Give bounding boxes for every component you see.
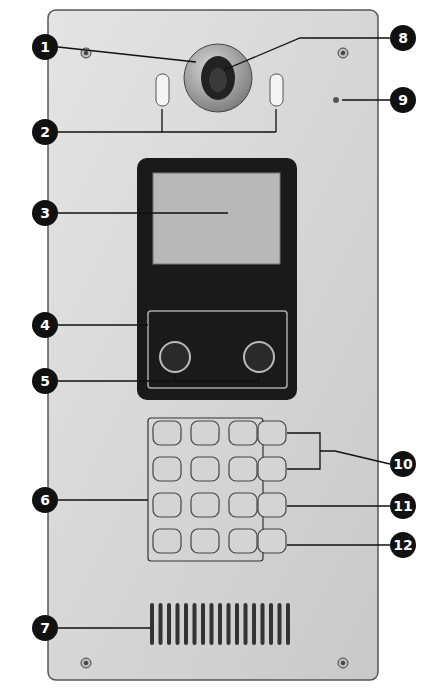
speaker-slot <box>210 603 214 645</box>
screws <box>81 48 348 668</box>
key-button <box>153 529 181 553</box>
callout-number: 7 <box>32 615 58 641</box>
callout-number: 10 <box>390 451 416 477</box>
speaker-slot <box>286 603 290 645</box>
panel-housing <box>48 10 378 680</box>
callout-number: 1 <box>32 34 58 60</box>
keypad-outline <box>148 418 263 561</box>
camera-ring <box>184 44 252 112</box>
leader-lines <box>58 38 390 628</box>
key-button <box>191 421 219 445</box>
key-button <box>229 493 257 517</box>
speaker-slot <box>159 603 163 645</box>
speaker-slot <box>261 603 265 645</box>
display-surround <box>137 158 297 400</box>
speaker-slot <box>167 603 171 645</box>
key-button <box>258 529 286 553</box>
key-button <box>153 421 181 445</box>
key-button <box>153 457 181 481</box>
round-button <box>160 342 190 372</box>
key-button <box>258 457 286 481</box>
microphone-hole <box>333 97 339 103</box>
key-button <box>258 493 286 517</box>
callout-number: 4 <box>32 312 58 338</box>
speaker-slot <box>269 603 273 645</box>
button-area <box>148 311 287 388</box>
callout-number: 6 <box>32 487 58 513</box>
speaker-slot <box>218 603 222 645</box>
round-button <box>244 342 274 372</box>
speaker-slot <box>278 603 282 645</box>
callout-number: 11 <box>390 493 416 519</box>
key-button <box>191 493 219 517</box>
speaker-slot <box>201 603 205 645</box>
speaker-slot <box>244 603 248 645</box>
callout-number: 9 <box>390 87 416 113</box>
key-button <box>191 529 219 553</box>
speaker-slot <box>176 603 180 645</box>
callout-number: 5 <box>32 368 58 394</box>
key-button <box>229 529 257 553</box>
callout-number: 12 <box>390 532 416 558</box>
key-button <box>258 421 286 445</box>
lcd-screen <box>153 173 280 264</box>
speaker-slot <box>252 603 256 645</box>
key-button <box>229 457 257 481</box>
speaker-grille <box>150 603 290 645</box>
callout-number: 8 <box>390 25 416 51</box>
led-light <box>156 74 169 106</box>
led-light <box>270 74 283 106</box>
keypad-keys <box>153 421 286 553</box>
callout-number: 2 <box>32 119 58 145</box>
callout-number: 3 <box>32 200 58 226</box>
speaker-slot <box>150 603 154 645</box>
key-button <box>191 457 219 481</box>
speaker-slot <box>184 603 188 645</box>
camera-lens <box>201 56 235 100</box>
key-button <box>229 421 257 445</box>
speaker-slot <box>227 603 231 645</box>
speaker-slot <box>235 603 239 645</box>
speaker-slot <box>193 603 197 645</box>
key-button <box>153 493 181 517</box>
